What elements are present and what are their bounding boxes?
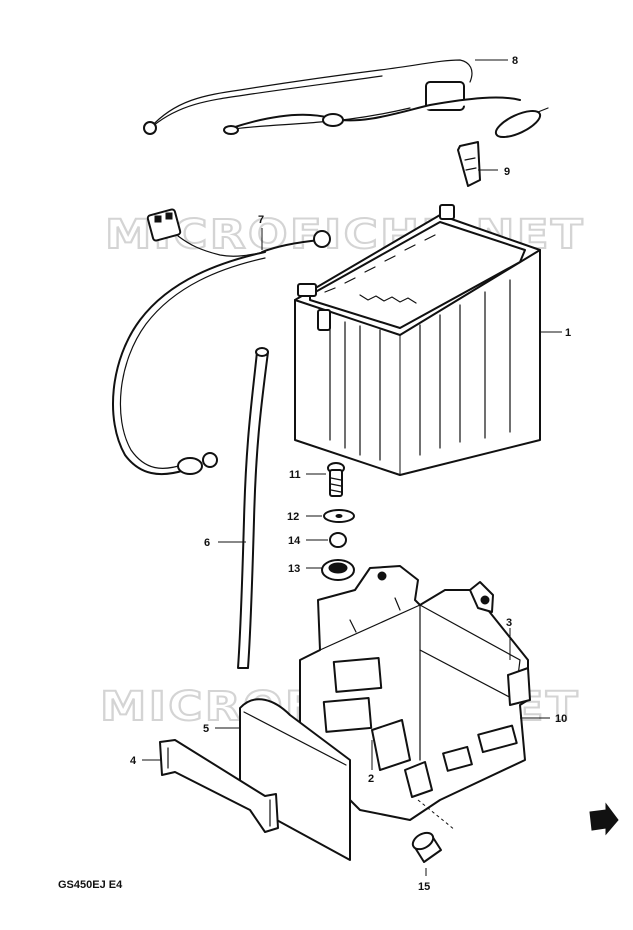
battery-drawing	[294, 204, 541, 476]
callout-6: 6	[204, 537, 210, 549]
callout-10: 10	[555, 713, 567, 725]
callout-11: 11	[289, 469, 301, 481]
starter-lead-drawing	[112, 208, 331, 476]
callout-13: 13	[288, 563, 300, 575]
fastener-stack-drawing	[321, 462, 355, 581]
holder-band-drawing	[159, 739, 279, 833]
callout-15: 15	[418, 881, 430, 893]
callout-2: 2	[368, 773, 374, 785]
leader-lines	[142, 59, 562, 876]
callout-labels: 8 9 7 1 11 12 14 13 6 3 10 5 4 2 15	[130, 55, 571, 893]
callout-3: 3	[506, 617, 512, 629]
battery-lead-wire-drawing	[143, 59, 549, 187]
callout-4: 4	[130, 755, 137, 767]
cap-drawing	[411, 831, 442, 863]
callout-12: 12	[287, 511, 299, 523]
callout-14: 14	[288, 535, 301, 547]
callout-8: 8	[512, 55, 518, 67]
callout-1: 1	[565, 327, 571, 339]
breather-tube-drawing	[237, 347, 269, 669]
forward-arrow-icon	[589, 802, 619, 836]
diagram-code: GS450EJ E4	[58, 879, 123, 891]
callout-5: 5	[203, 723, 209, 735]
callout-7: 7	[258, 214, 264, 226]
battery-cover-drawing	[239, 698, 351, 861]
callout-9: 9	[504, 166, 510, 178]
battery-holder-drawing	[299, 565, 531, 821]
